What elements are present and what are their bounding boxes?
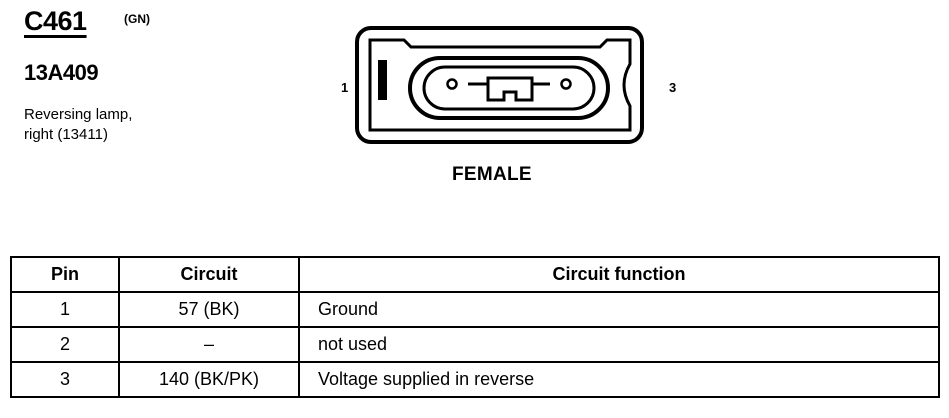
cell-circuit: 140 (BK/PK) [118, 361, 300, 398]
connector-color-code: (GN) [124, 12, 150, 26]
pin-label-right: 3 [669, 80, 677, 95]
pin-label-left: 1 [341, 80, 349, 95]
pin-table: Pin Circuit Circuit function 1 57 (BK) G… [10, 256, 940, 398]
center-key-notch [486, 78, 534, 102]
cell-function: Ground [298, 291, 940, 328]
pin-1-latch [378, 60, 387, 100]
cell-pin: 2 [10, 326, 120, 363]
terminal-1 [446, 78, 458, 90]
connector-id: C461 [24, 6, 87, 36]
pin-cavity-outer [408, 56, 610, 120]
cell-pin: 1 [10, 291, 120, 328]
header-circuit: Circuit [118, 256, 300, 293]
cell-circuit: – [118, 326, 300, 363]
center-key [468, 76, 550, 86]
cell-pin: 3 [10, 361, 120, 398]
terminal-3 [560, 78, 572, 90]
connector-face-diagram [355, 26, 644, 144]
cell-function: Voltage supplied in reverse [298, 361, 940, 398]
pin-cavity-inner [422, 65, 596, 111]
connector-inner-body [368, 38, 632, 132]
gender-label: FEMALE [452, 164, 532, 185]
cell-circuit: 57 (BK) [118, 291, 300, 328]
table-row: 3 140 (BK/PK) Voltage supplied in revers… [10, 361, 940, 398]
part-number: 13A409 [24, 60, 99, 85]
header-pin: Pin [10, 256, 120, 293]
connector-description-line-1: Reversing lamp, [24, 106, 133, 123]
table-row: 1 57 (BK) Ground [10, 291, 940, 328]
connector-outer-housing [355, 26, 644, 144]
table-header-row: Pin Circuit Circuit function [10, 256, 940, 293]
header-function: Circuit function [298, 256, 940, 293]
cell-function: not used [298, 326, 940, 363]
table-row: 2 – not used [10, 326, 940, 363]
connector-description-line-2: right (13411) [24, 126, 108, 143]
